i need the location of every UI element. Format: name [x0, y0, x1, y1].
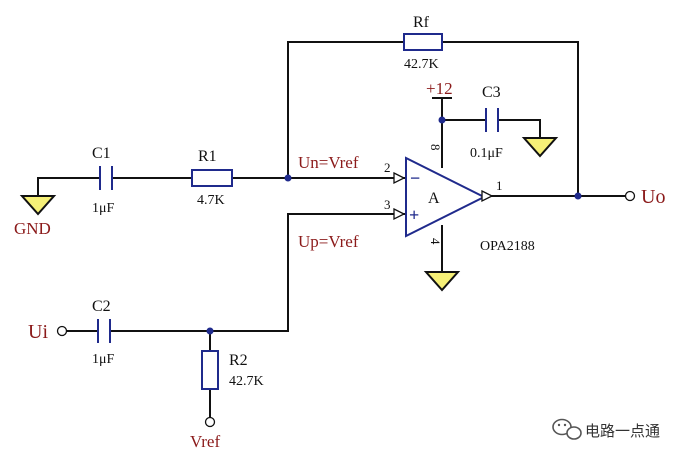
junction-r2-node [206, 327, 214, 335]
un-net-label: Un=Vref [298, 153, 359, 172]
pin4-label: 4 [428, 238, 443, 245]
uo-terminal [624, 190, 636, 202]
pin3-arrow [393, 207, 406, 221]
c3-ref-label: C3 [482, 84, 501, 101]
r1-resistor-body [191, 169, 233, 187]
r2-resistor-body [201, 350, 219, 390]
c1-value-label: 1μF [92, 201, 115, 216]
pin1-arrow [481, 189, 494, 203]
opamp-symbol [393, 156, 494, 238]
ui-terminal [56, 325, 68, 337]
rf-value-label: 42.7K [404, 57, 439, 72]
r2-value-label: 42.7K [229, 374, 264, 389]
c2-capacitor [97, 319, 111, 343]
wire-gnd-c1 [37, 177, 100, 196]
opamp-part-label: OPA2188 [480, 239, 535, 254]
pin2-label: 2 [384, 160, 391, 175]
wire-feedback-right [442, 41, 579, 196]
opamp-ref-label: A [428, 190, 440, 207]
ui-net-label: Ui [28, 321, 48, 343]
watermark: 电路一点通 [552, 418, 660, 440]
wire-feedback-left [287, 41, 404, 178]
junction-output-node [574, 192, 582, 200]
uo-net-label: Uo [641, 186, 665, 208]
c2-value-label: 1μF [92, 352, 115, 367]
junction-inverting-node [284, 174, 292, 182]
c1-capacitor [99, 166, 113, 190]
opamp-plus-sign: + [409, 205, 419, 225]
c3-capacitor [485, 108, 499, 132]
wire-c3-gnd [498, 119, 541, 138]
gnd-net-label: GND [14, 219, 51, 238]
up-net-label: Up=Vref [298, 232, 359, 251]
rf-ref-label: Rf [413, 14, 430, 31]
pin8-label: 8 [428, 144, 443, 151]
opamp-minus-sign: − [410, 168, 420, 188]
ground-symbol-opamp [423, 271, 461, 292]
chat-bubble-icon [552, 418, 582, 440]
supply-net-label: +12 [426, 79, 453, 98]
ground-symbol-left [19, 195, 57, 216]
r1-value-label: 4.7K [197, 193, 225, 208]
c1-ref-label: C1 [92, 145, 111, 162]
c2-ref-label: C2 [92, 298, 111, 315]
ground-symbol-c3 [521, 137, 559, 158]
wires [37, 41, 626, 418]
wire-noninverting [210, 213, 406, 332]
vref-net-label: Vref [190, 432, 220, 451]
c3-value-label: 0.1μF [470, 146, 503, 161]
r2-ref-label: R2 [229, 352, 248, 369]
watermark-text: 电路一点通 [585, 422, 660, 440]
pin1-label: 1 [496, 178, 503, 193]
vref-terminal [204, 416, 216, 428]
pin3-label: 3 [384, 197, 391, 212]
junction-supply-node [438, 116, 446, 124]
r1-ref-label: R1 [198, 148, 217, 165]
pin2-arrow [393, 171, 406, 185]
rf-resistor-body [403, 33, 443, 51]
